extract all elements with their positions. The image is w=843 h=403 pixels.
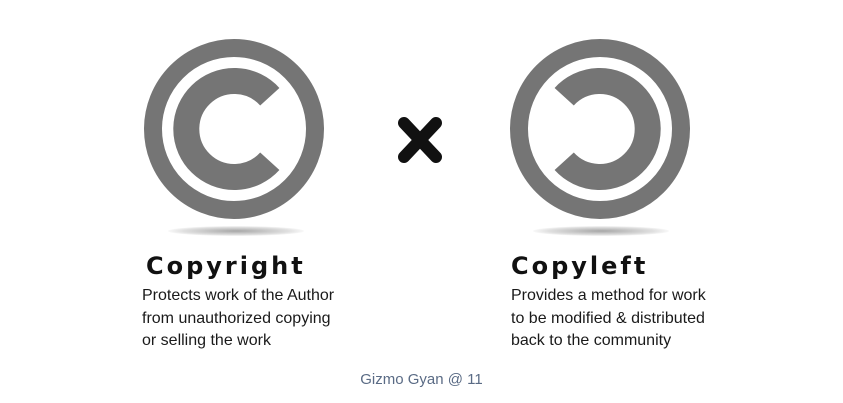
separator-x-icon	[397, 116, 443, 164]
description-line: back to the community	[511, 332, 672, 349]
copyright-title: Copyright	[146, 252, 306, 280]
copyright-shadow	[168, 226, 304, 236]
description-line: Provides a method for work	[511, 287, 706, 304]
watermark-text: Gizmo Gyan @ 11	[360, 371, 483, 388]
copyleft-description: Provides a method for work to be modifie…	[511, 285, 706, 353]
copyright-description: Protects work of the Author from unautho…	[142, 285, 334, 353]
copyleft-title: Copyleft	[511, 252, 649, 280]
description-line: from unauthorized copying	[142, 309, 331, 327]
description-line: to be modified & distributed	[511, 309, 705, 327]
copyright-icon	[143, 38, 325, 220]
description-line: or selling the work	[142, 332, 271, 349]
copyleft-icon	[509, 38, 691, 220]
copyleft-shadow	[533, 226, 669, 236]
description-line: Protects work of the Author	[142, 287, 335, 304]
